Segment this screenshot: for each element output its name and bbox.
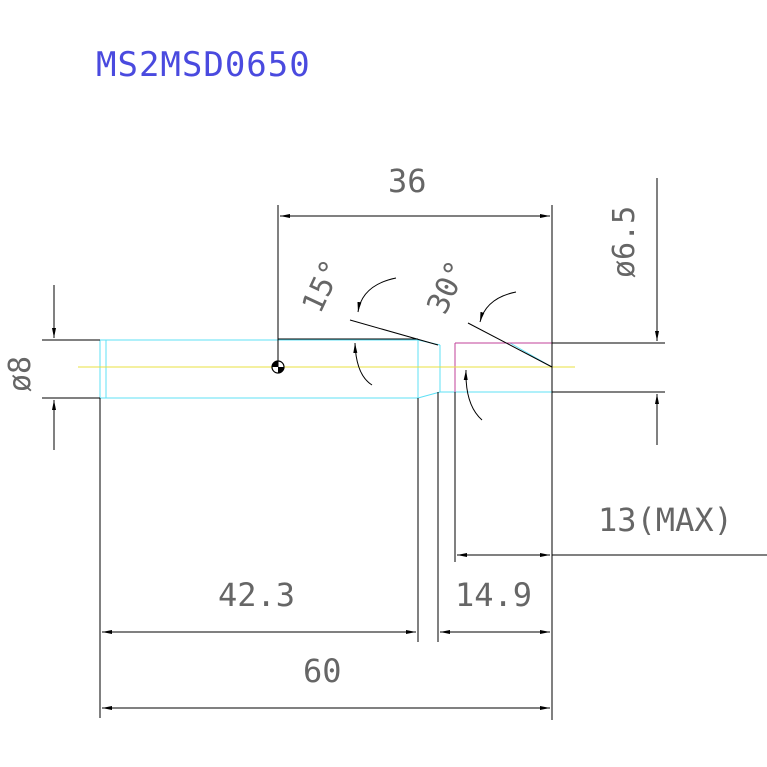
angle-30-label: 30° xyxy=(421,255,476,319)
angle-15-label: 15° xyxy=(296,254,351,318)
dia8-label: ø8 xyxy=(3,356,38,392)
dim-36-label: 36 xyxy=(388,162,427,200)
angle-15-arc-bottom xyxy=(353,342,373,386)
dim-149-label: 14.9 xyxy=(455,576,532,614)
shank-outline xyxy=(99,339,553,399)
angle-15-leader xyxy=(349,319,439,346)
max13-label: 13(MAX) xyxy=(598,501,733,539)
angle-30-arc-bottom xyxy=(463,369,483,421)
angle-15-arc-top xyxy=(357,277,397,313)
angle-30-arc-top xyxy=(479,291,517,323)
dim-423-label: 42.3 xyxy=(218,576,295,614)
dim-60-label: 60 xyxy=(303,652,342,690)
angle-30-leader xyxy=(467,322,553,368)
dia65-label: ø6.5 xyxy=(607,206,642,278)
drawing-title: MS2MSD0650 xyxy=(96,45,311,85)
